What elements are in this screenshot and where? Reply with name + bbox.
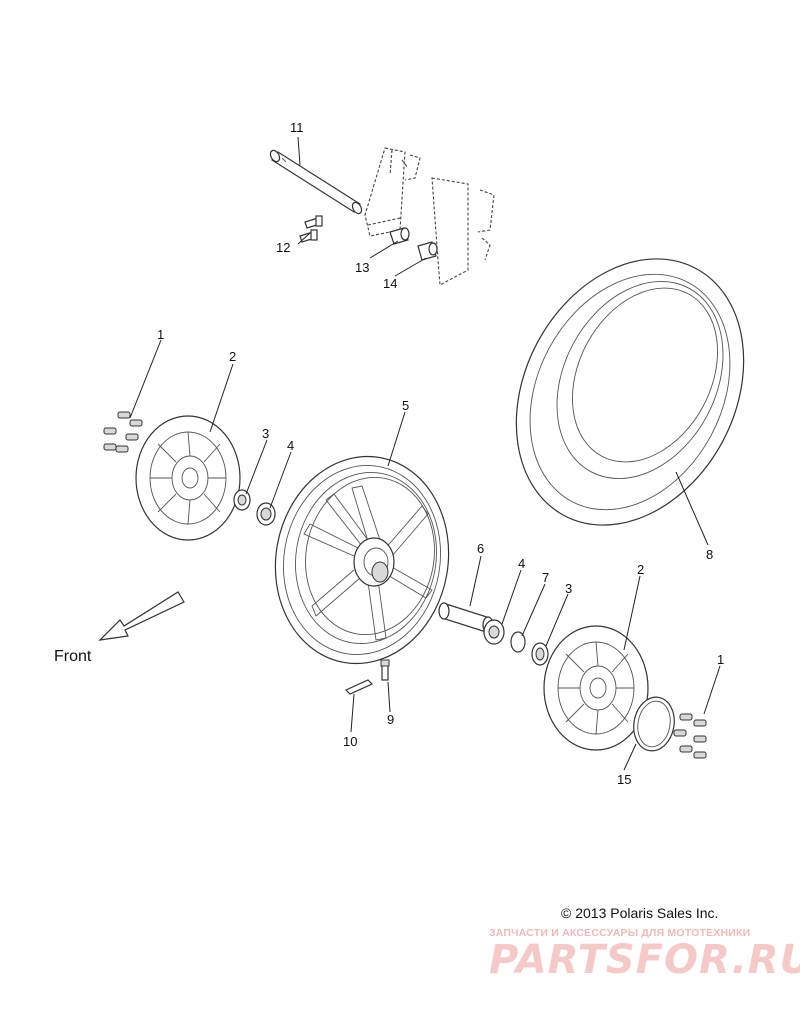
spacer-part-13 [389, 227, 410, 245]
disc-bolts-left-part-1 [103, 411, 143, 453]
fork-leg-right [431, 177, 495, 286]
callout-13: 13 [355, 260, 369, 275]
wheel-weight-part-10 [344, 679, 374, 695]
leader-lines [129, 136, 721, 771]
front-direction-arrow [98, 591, 185, 641]
seal-right-part-3 [531, 642, 549, 666]
watermark-logo: PARTSFOR.RU [489, 937, 800, 983]
callout-15: 15 [617, 772, 631, 787]
callout-3-left: 3 [262, 426, 269, 441]
tone-ring-part-15 [633, 696, 675, 752]
callout-3-right: 3 [565, 581, 572, 596]
callout-2-left: 2 [229, 349, 236, 364]
callout-14: 14 [383, 276, 397, 291]
valve-stem-part-9 [380, 659, 390, 681]
callout-1-right: 1 [717, 652, 724, 667]
bearing-left-part-4 [256, 502, 276, 526]
callout-11: 11 [290, 120, 304, 135]
callout-5: 5 [402, 398, 409, 413]
callout-4-right: 4 [518, 556, 525, 571]
axle-part-11 [269, 149, 363, 215]
tire-part-8 [515, 258, 745, 526]
copyright-notice: © 2013 Polaris Sales Inc. [561, 905, 719, 921]
brake-disc-right-part-2 [543, 625, 649, 751]
watermark-tagline: ЗАПЧАСТИ И АКСЕССУАРЫ ДЛЯ МОТОТЕХНИКИ [489, 927, 751, 939]
front-label: Front [54, 648, 92, 665]
callout-1-left: 1 [157, 327, 164, 342]
brake-disc-left-part-2 [135, 415, 241, 541]
disc-bolts-right-part-1 [673, 713, 707, 759]
wheel-rim-part-5 [274, 455, 450, 665]
callout-12: 12 [276, 240, 290, 255]
bearing-right-part-4 [483, 619, 505, 645]
pinch-bolt-part-12 [299, 215, 323, 243]
snap-ring-part-7 [510, 631, 526, 653]
callout-4-left: 4 [287, 438, 294, 453]
fork-leg-left [364, 147, 421, 237]
callout-2-right: 2 [637, 562, 644, 577]
seal-left-part-3 [233, 489, 251, 511]
callout-8: 8 [706, 547, 713, 562]
callout-9: 9 [387, 712, 394, 727]
callout-6: 6 [477, 541, 484, 556]
spacer-part-14 [417, 241, 438, 261]
callout-7: 7 [542, 570, 549, 585]
callout-10: 10 [343, 734, 357, 749]
